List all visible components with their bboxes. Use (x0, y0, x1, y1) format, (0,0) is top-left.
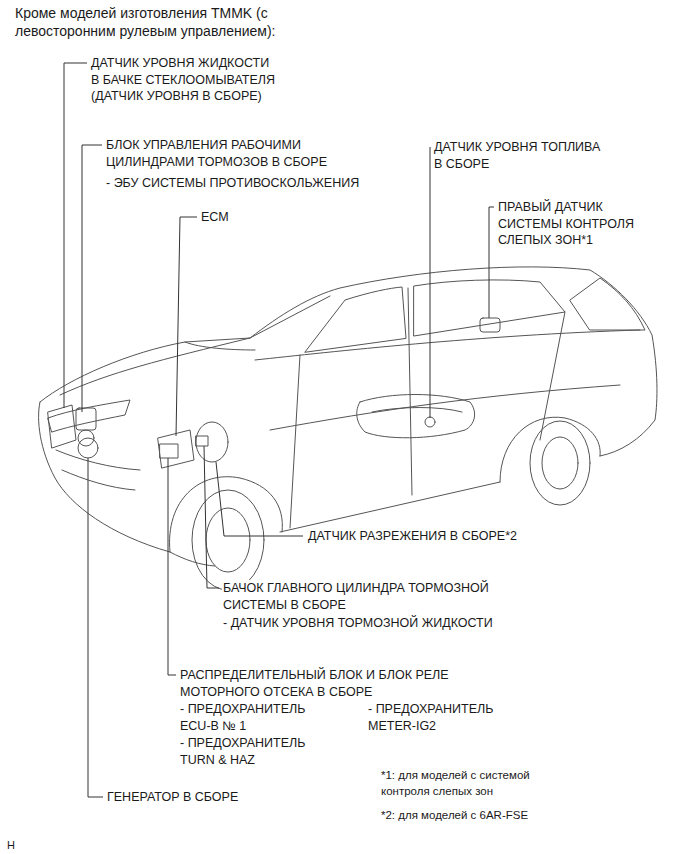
footnote: *2: для моделей с 6AR-FSE (380, 807, 529, 823)
part-label: - ЭБУ СИСТЕМЫ ПРОТИВОСКОЛЬЖЕНИЯ (105, 175, 360, 192)
part-label: БЛОК УПРАВЛЕНИЯ РАБОЧИМИ ЦИЛИНДРАМИ ТОРМ… (105, 137, 328, 170)
part-label: ДАТЧИК РАЗРЕЖЕНИЯ В СБОРЕ*2 (307, 528, 518, 545)
part-label: ДАТЧИК УРОВНЯ ЖИДКОСТИ В БАЧКЕ СТЕКЛООМЫ… (90, 55, 276, 105)
part-label: - ПРЕДОХРАНИТЕЛЬ ECU-B № 1 (179, 701, 307, 734)
part-label: - ПРЕДОХРАНИТЕЛЬ METER-IG2 (367, 701, 495, 734)
part-label: - ДАТЧИК УРОВНЯ ТОРМОЗНОЙ ЖИДКОСТИ (222, 615, 494, 632)
part-label: БАЧОК ГЛАВНОГО ЦИЛИНДРА ТОРМОЗНОЙ СИСТЕМ… (222, 580, 490, 613)
watermark: H (6, 838, 16, 852)
part-label: - ПРЕДОХРАНИТЕЛЬ TURN & HAZ (179, 735, 307, 768)
part-label: ДАТЧИК УРОВНЯ ТОПЛИВА В СБОРЕ (433, 139, 601, 172)
part-label: ГЕНЕРАТОР В СБОРЕ (106, 789, 239, 806)
part-label: ECM (200, 209, 230, 226)
part-label: ПРАВЫЙ ДАТЧИК СИСТЕМЫ КОНТРОЛЯ СЛЕПЫХ ЗО… (497, 199, 635, 249)
footnote: *1: для моделей с системой контроля слеп… (380, 767, 531, 799)
page-title: Кроме моделей изготовления TMMK (с левос… (14, 4, 276, 40)
part-label: РАСПРЕДЕЛИТЕЛЬНЫЙ БЛОК И БЛОК РЕЛЕ МОТОР… (179, 667, 450, 700)
